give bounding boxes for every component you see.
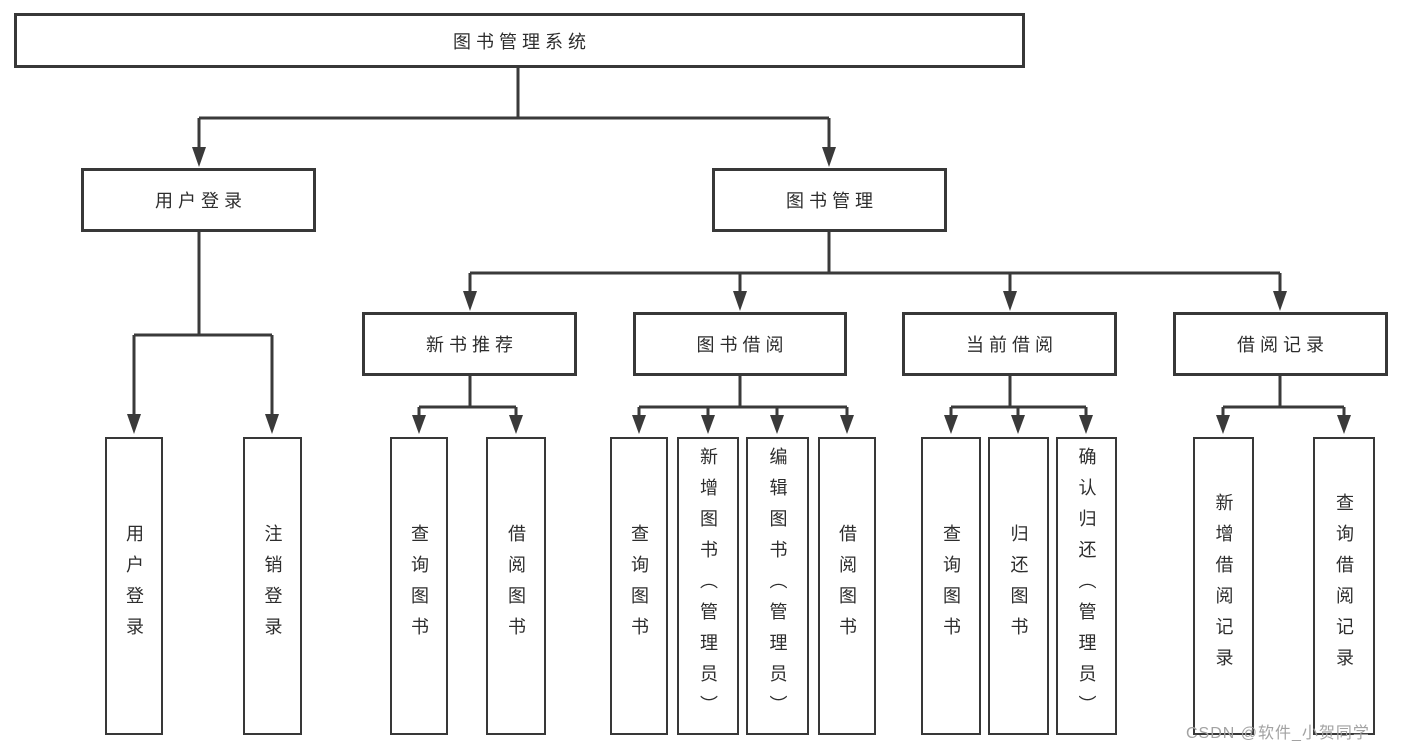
node-query-books: 查询图书 (921, 437, 981, 735)
node-add-borrow-record: 新增借阅记录 (1193, 437, 1254, 735)
node-label: 图书借阅 (696, 335, 789, 355)
node-label: 图书管理系统 (453, 31, 591, 52)
node-label: 查询图书 (941, 524, 961, 648)
node-label: 注销登录 (262, 524, 283, 648)
node-label: 归还图书 (1008, 524, 1029, 648)
node-label: 查询借阅记录 (1334, 493, 1354, 679)
node-query-borrow-record: 查询借阅记录 (1313, 437, 1375, 735)
node-return-books: 归还图书 (988, 437, 1049, 735)
csdn-watermark: CSDN @软件_小贺同学 (1186, 725, 1370, 742)
node-library-management-system: 图书管理系统 (14, 13, 1025, 68)
node-book-borrow: 图书借阅 (633, 312, 847, 376)
node-label: 查询图书 (629, 524, 649, 648)
node-label: 借阅图书 (506, 524, 526, 648)
node-query-books: 查询图书 (390, 437, 448, 735)
node-label: 当前借阅 (966, 335, 1058, 355)
node-label: 新增借阅记录 (1213, 493, 1234, 679)
node-borrow-records: 借阅记录 (1173, 312, 1388, 376)
node-edit-book-admin: 编辑图书（管理员） (746, 437, 809, 735)
node-label: 编辑图书（管理员） (767, 446, 788, 726)
node-label: 查询图书 (409, 524, 429, 648)
node-borrow-books: 借阅图书 (486, 437, 546, 735)
node-label: 借阅记录 (1237, 335, 1329, 355)
node-add-book-admin: 新增图书（管理员） (677, 437, 739, 735)
node-current-borrow: 当前借阅 (902, 312, 1117, 376)
node-user-login-leaf: 用户登录 (105, 437, 163, 735)
node-query-books: 查询图书 (610, 437, 668, 735)
node-user-login: 用户登录 (81, 168, 316, 232)
node-label: 确认归还（管理员） (1076, 446, 1097, 726)
node-logout-leaf: 注销登录 (243, 437, 302, 735)
node-label: 用户登录 (124, 524, 144, 648)
node-confirm-return-admin: 确认归还（管理员） (1056, 437, 1117, 735)
node-borrow-books: 借阅图书 (818, 437, 876, 735)
node-label: 图书管理 (786, 191, 878, 211)
node-label: 用户登录 (155, 191, 247, 211)
node-label: 新增图书（管理员） (698, 446, 718, 726)
node-new-book-recommend: 新书推荐 (362, 312, 577, 376)
node-book-management: 图书管理 (712, 168, 947, 232)
node-label: 新书推荐 (426, 335, 518, 355)
node-label: 借阅图书 (837, 524, 857, 648)
